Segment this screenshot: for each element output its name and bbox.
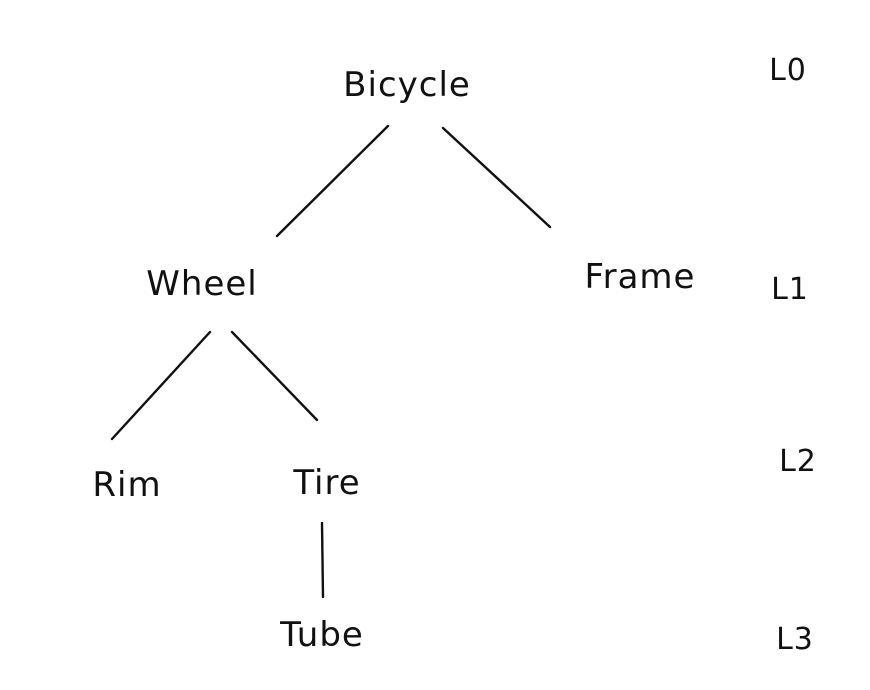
tree-edge-bicycle-to-frame: [441, 126, 552, 229]
tree-edge-wheel-to-tire: [230, 330, 319, 422]
tree-node-frame: Frame: [584, 257, 696, 297]
tree-edge-wheel-to-rim: [110, 330, 212, 441]
level-label-l3: L3: [776, 622, 814, 657]
tree-node-bicycle: Bicycle: [343, 65, 471, 105]
tree-edge-tire-to-tube: [320, 521, 325, 599]
level-label-l2: L2: [779, 444, 817, 479]
tree-node-wheel: Wheel: [146, 264, 258, 304]
tree-node-tire: Tire: [293, 463, 361, 503]
level-label-l0: L0: [769, 53, 807, 88]
tree-edge-bicycle-to-wheel: [275, 124, 390, 238]
level-label-l1: L1: [771, 272, 809, 307]
tree-node-tube: Tube: [280, 615, 364, 655]
tree-node-rim: Rim: [92, 465, 162, 505]
